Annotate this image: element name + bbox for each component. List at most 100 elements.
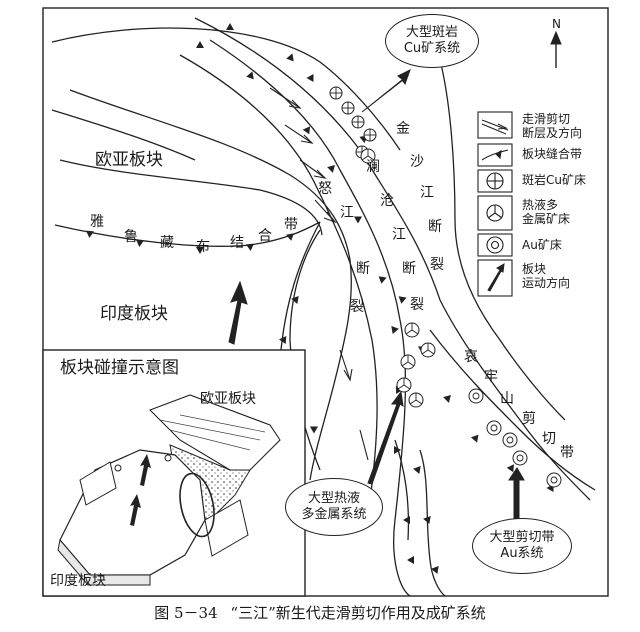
plate-motion-arrows [228, 68, 525, 526]
au-deposit-icon [486, 420, 502, 436]
jinsha-fault-line [194, 17, 591, 501]
ailaoshan-shear-line [429, 329, 596, 491]
fault-lines [51, 17, 596, 597]
callout-hydrothermal-line-1: 大型热液 [307, 490, 360, 506]
suture-tooth [354, 216, 363, 224]
jinsha-char: 裂 [430, 257, 444, 273]
callout-porphyry-line-2: Cu矿系统 [403, 41, 461, 56]
suture-tooth [470, 434, 479, 443]
legend-item-au: Au矿床 [522, 238, 562, 252]
callout-shear-line-2: Au系统 [500, 546, 544, 561]
jinsha-char: 金 [396, 121, 410, 137]
hydrothermal-deposit-icon [400, 354, 416, 370]
nujiang-char: 裂 [350, 299, 364, 315]
callout-porphyry-line-1: 大型斑岩 [405, 24, 458, 40]
suture-tooth [391, 326, 399, 334]
suture-tooth [286, 233, 294, 241]
east-coast-line-2 [419, 449, 446, 597]
lancang-char: 江 [392, 227, 406, 243]
india-plate-label: 印度板块 [100, 304, 168, 324]
callout-pointer-porphyry [361, 68, 411, 113]
au-deposit-icon [468, 388, 484, 404]
suture-tooth [309, 426, 318, 434]
suture-tooth [302, 126, 311, 135]
suture-tooth [136, 239, 144, 247]
hydrothermal-deposit-icon [396, 377, 412, 393]
nujiang-char: 江 [340, 205, 354, 221]
hydrothermal-deposit-icon [408, 392, 424, 408]
inset-india-label: 印度板块 [50, 573, 106, 589]
legend-icons [477, 111, 513, 297]
inset-west-block [79, 461, 117, 506]
au-deposit-icon [512, 450, 528, 466]
western-boundary-line [51, 109, 196, 161]
inset-title: 板块碰撞示意图 [60, 358, 179, 378]
hydrothermal-deposit-icon [477, 195, 513, 231]
jinsha-char: 江 [420, 185, 434, 201]
jinsha-char: 沙 [410, 154, 424, 170]
suture-tooth [407, 556, 414, 564]
callout-hydrothermal: 大型热液 多金属系统 [285, 478, 383, 536]
inset-eurasia-hatch [159, 414, 266, 451]
lancang-char: 裂 [410, 297, 424, 313]
suture-tooth [398, 296, 407, 304]
porphyry-cu-deposit-icon [341, 101, 355, 115]
porphyry-cu-deposit-icon [329, 86, 343, 100]
hydrothermal-deposit-icon [420, 342, 436, 358]
lancang-char: 断 [402, 261, 416, 277]
callout-pointer-shear [508, 467, 525, 526]
map-frame [42, 7, 609, 597]
north-label: N [552, 17, 561, 31]
callout-porphyry-cu: 大型斑岩 Cu矿系统 [385, 14, 479, 68]
suture-tooth [378, 276, 387, 284]
callout-hydrothermal-line-2: 多金属系统 [301, 507, 367, 522]
legend-item-motion: 板块 运动方向 [522, 262, 571, 290]
au-deposit-icon [477, 233, 513, 257]
legend-item-hydrothermal: 热液多 金属矿床 [522, 198, 571, 226]
lancang-char: 沧 [380, 193, 394, 209]
hydrothermal-deposit-icon [404, 322, 420, 338]
suture-tooth [196, 247, 204, 254]
nujiang-char: 断 [356, 261, 370, 277]
suture-tooth [291, 296, 299, 304]
suture-tooth [394, 446, 401, 454]
legend-item-shear: 走滑剪切 断层及方向 [522, 112, 583, 140]
suture-tooth [246, 243, 254, 251]
yarlung-char: 结 [230, 235, 244, 251]
hydrothermal-deposit-icon [360, 148, 376, 164]
ailao-char: 哀 [464, 349, 478, 365]
suture-tooth [423, 516, 431, 524]
figure-number: 图 5－34 [154, 604, 218, 622]
lancang-char: 澜 [366, 159, 380, 175]
suture-tooth [306, 73, 314, 82]
nujiang-fault-line-2 [59, 159, 323, 236]
legend-item-suture: 板块缝合带 [522, 147, 583, 161]
legend: 走滑剪切 断层及方向 板块缝合带 斑岩Cu矿床 热液多 金属矿床 Au矿床 板块… [476, 110, 606, 320]
inset-motion-arrow [130, 494, 141, 526]
suture-tooth [506, 464, 515, 473]
nujiang-fault-line [69, 89, 352, 481]
jinsha-char: 断 [428, 219, 442, 235]
yarlung-char: 雅 [90, 214, 104, 230]
figure-caption: 图 5－34 “三江”新生代走滑剪切作用及成矿系统 [0, 602, 640, 623]
suture-tooth [443, 395, 451, 403]
suture-tooth [246, 71, 254, 80]
porphyry-cu-deposit-icon [363, 128, 377, 142]
callout-shear-au: 大型剪切带 Au系统 [472, 518, 572, 574]
lancang-fault-line-2 [179, 54, 378, 501]
inset-east-block [204, 499, 249, 557]
inset-india-slab [57, 538, 151, 586]
figure-title: “三江”新生代走滑剪切作用及成矿系统 [230, 604, 486, 622]
ailao-char: 带 [560, 445, 574, 461]
lancang-fault-line [209, 39, 411, 597]
east-coast-line [439, 59, 566, 421]
ailao-char: 山 [500, 391, 514, 407]
callout-shear-line-1: 大型剪切带 [489, 529, 555, 545]
legend-item-porphyry: 斑岩Cu矿床 [522, 173, 586, 187]
plate-motion-icon [477, 259, 513, 297]
suture-tooth [196, 41, 204, 48]
ailao-char: 切 [542, 431, 556, 447]
au-deposit-icon [502, 432, 518, 448]
